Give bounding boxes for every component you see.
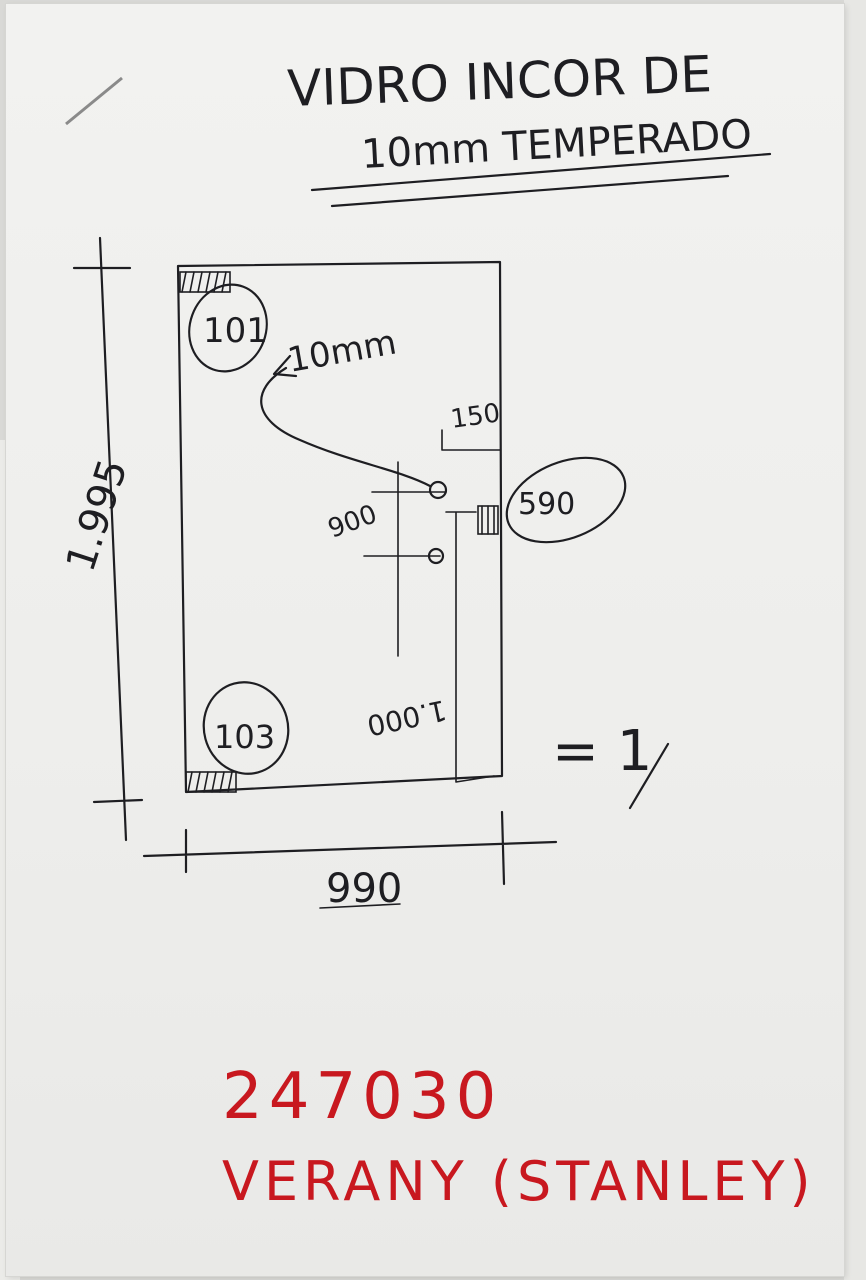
leader-arrow-icon xyxy=(272,354,298,378)
lock-label: 590 xyxy=(518,487,575,522)
hole-upper xyxy=(428,480,448,500)
offset-label: 150 xyxy=(449,398,502,435)
header-underline-1 xyxy=(310,152,772,192)
lock-hatch xyxy=(477,505,499,535)
hinge-bottom-hatch xyxy=(185,771,237,793)
lock-height-dimension-line xyxy=(445,511,495,783)
arrow-mark-label: = 1 xyxy=(552,719,652,784)
lock-height-label: 1.000 xyxy=(364,693,449,742)
hinge-top-hatch xyxy=(179,271,231,293)
hole-height-label: 900 xyxy=(324,499,381,544)
order-number: 247030 xyxy=(222,1060,503,1134)
client-name: VERANY (STANLEY) xyxy=(222,1150,816,1213)
hinge-bottom-circle xyxy=(202,681,290,775)
hole-spec-label: 10mm xyxy=(285,322,400,380)
width-dimension-line xyxy=(142,810,558,886)
header-line-2: 10mm TEMPERADO xyxy=(360,112,753,178)
height-dimension-label: 1.995 xyxy=(58,454,137,577)
background-sheet-right xyxy=(844,0,866,1280)
hinge-top-label: 101 xyxy=(203,311,268,351)
hole-height-dimension-line xyxy=(363,461,447,657)
hole-leader-line xyxy=(260,366,432,488)
lock-circle xyxy=(505,456,627,544)
hinge-bottom-label: 103 xyxy=(214,718,275,756)
staple-icon xyxy=(65,76,123,126)
header-line-1: VIDRO INCOR DE xyxy=(286,45,712,118)
glass-panel-outline xyxy=(176,260,504,794)
offset-dimension-line xyxy=(441,429,501,451)
paper-sheet xyxy=(6,4,844,1276)
width-underline xyxy=(319,903,401,909)
hinge-top-circle xyxy=(188,283,268,373)
height-dimension-line xyxy=(72,236,144,842)
header-underline-2 xyxy=(330,174,730,208)
arrow-mark-stroke xyxy=(628,742,670,810)
